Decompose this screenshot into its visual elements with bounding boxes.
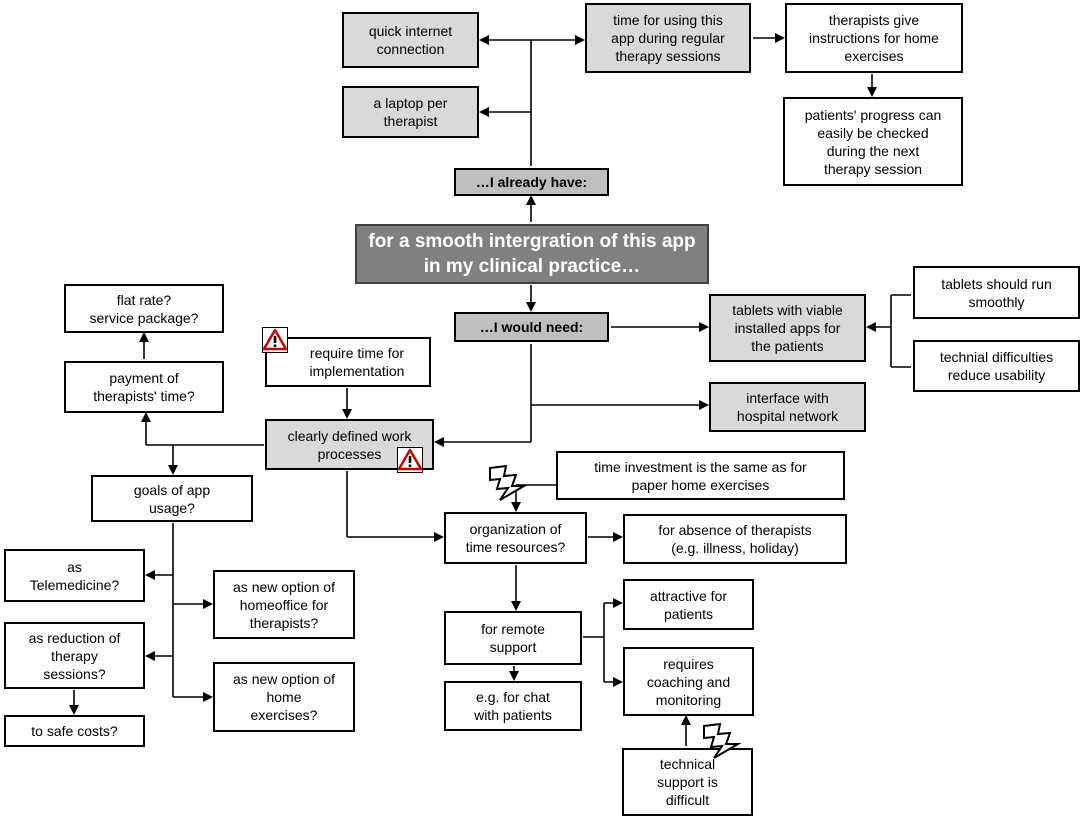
attractive-patients-node: attractive for patients [623,579,754,630]
laptop-node: a laptop per therapist [342,86,479,138]
tablets-node: tablets with viable installed apps for t… [709,294,866,362]
warning-icon [262,327,288,353]
tablets-run-smoothly-node: tablets should run smoothly [913,266,1080,319]
coaching-monitoring-node: requires coaching and monitoring [623,647,754,716]
payment-node: payment of therapists' time? [64,361,224,413]
homeoffice-node: as new option of homeoffice for therapis… [213,570,355,639]
flat-rate-node: flat rate? service package? [64,284,224,333]
require-time-node: require time for implementation [265,337,431,387]
telemedicine-node: as Telemedicine? [4,549,145,602]
chat-patients-node: e.g. for chat with patients [444,681,582,731]
already-have-node: …I already have: [454,168,609,196]
technical-support-node: technical support is difficult [622,748,753,816]
progress-node: patients' progress can easily be checked… [783,97,963,186]
technical-difficulties-node: technial difficulties reduce usability [913,340,1080,392]
organization-node: organization of time resources? [444,512,587,564]
work-processes-node: clearly defined work processes [265,419,434,470]
central-topic-node: for a smooth intergration of this app in… [355,224,709,284]
would-need-node: …I would need: [454,312,609,342]
time-regular-sessions-node: time for using this app during regular t… [585,3,751,73]
lightning-icon [703,722,742,759]
goals-node: goals of app usage? [91,475,253,522]
remote-support-node: for remote support [444,611,582,665]
warning-icon [397,447,423,473]
time-investment-node: time investment is the same as for paper… [556,451,845,500]
instructions-node: therapists give instructions for home ex… [785,3,963,73]
quick-internet-node: quick internet connection [342,12,479,68]
interface-hospital-node: interface with hospital network [709,382,866,432]
lightning-icon [489,464,528,501]
therapy-reduction-node: as reduction of therapy sessions? [4,622,145,689]
home-exercises-node: as new option of home exercises? [213,662,355,732]
absence-therapists-node: for absence of therapists (e.g. illness,… [623,514,847,564]
safe-costs-node: to safe costs? [4,715,145,747]
